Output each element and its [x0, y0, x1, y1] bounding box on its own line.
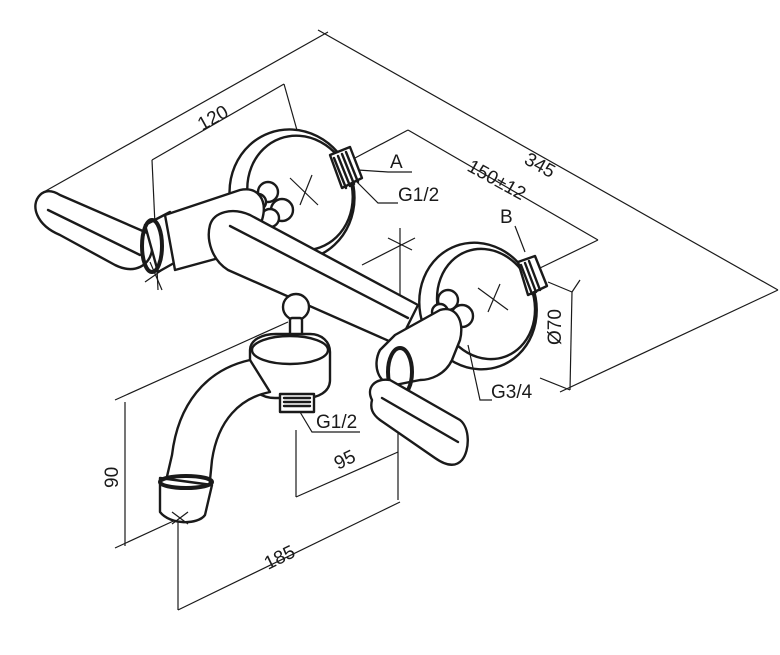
dim-rosette-diameter: Ø70	[545, 309, 566, 345]
inlet-a-thread	[328, 145, 364, 190]
main-body-tube	[207, 210, 420, 347]
spout	[158, 358, 272, 525]
dim-handle-offset: 120	[194, 102, 232, 136]
label-inlet-a: A	[390, 152, 403, 173]
back-handle	[34, 190, 185, 291]
label-inlet-b-thread: G3/4	[491, 382, 533, 403]
spout-column	[248, 332, 332, 400]
connection-labels: A G1/2 B G3/4 G1/2	[316, 152, 533, 433]
diverter-knob	[281, 292, 311, 338]
faucet-body	[34, 128, 549, 525]
label-inlet-b: B	[500, 207, 513, 228]
front-handle	[368, 378, 469, 466]
label-inlet-a-thread: G1/2	[398, 185, 439, 206]
inlet-b-thread	[516, 254, 549, 297]
outlet-thread	[278, 392, 316, 414]
dim-center-distance: 150±12	[464, 156, 530, 205]
dim-overall-length: 345	[521, 149, 559, 183]
dim-spout-reach: 185	[261, 542, 299, 575]
label-outlet-thread: G1/2	[316, 412, 357, 433]
dim-outlet-offset: 95	[331, 446, 359, 474]
leader-lines	[299, 169, 526, 433]
dim-height: 90	[102, 467, 123, 488]
